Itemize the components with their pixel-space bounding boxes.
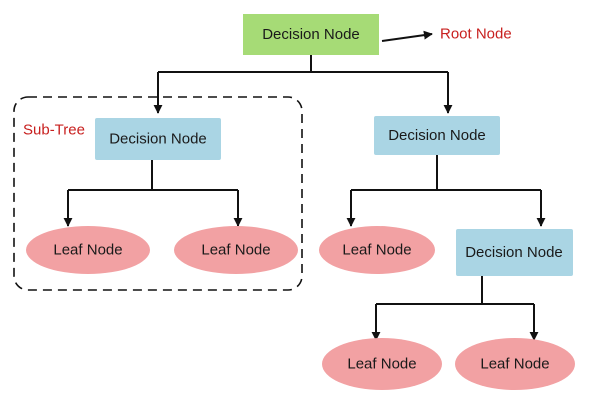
root-node-annotation: Root Node [440, 26, 512, 43]
sub-tree-boundary [13, 96, 303, 291]
root-decision-node [243, 14, 379, 55]
leaf-node-left-left-label: Leaf Node [53, 242, 122, 259]
root-decision-node-label: Decision Node [262, 26, 360, 43]
tree-edges [63, 30, 546, 341]
leaf-node-left-left [26, 226, 150, 274]
left-decision-node [95, 118, 221, 160]
edge-right-split [351, 155, 541, 191]
left-decision-node-label: Decision Node [109, 131, 207, 148]
leaf-node-right-left-label: Leaf Node [342, 242, 411, 259]
sub-tree-annotation: Sub-Tree [23, 122, 85, 139]
leaf-node-bottom-left-label: Leaf Node [347, 356, 416, 373]
root-node-pointer-arrow [381, 30, 433, 42]
leaf-node-right-left [319, 226, 435, 274]
leaf-node-bottom-left [322, 338, 442, 390]
leaf-node-left-right-label: Leaf Node [201, 242, 270, 259]
edge-root-to-children [158, 55, 448, 73]
right-child-decision-node-label: Decision Node [465, 244, 563, 261]
edge-rc-split [376, 276, 534, 305]
leaf-node-bottom-right-label: Leaf Node [480, 356, 549, 373]
edge-left-split [68, 160, 238, 191]
right-decision-node-label: Decision Node [388, 127, 486, 144]
right-child-decision-node [456, 229, 573, 276]
right-decision-node [374, 116, 500, 155]
leaf-node-left-right [174, 226, 298, 274]
leaf-node-bottom-right [455, 338, 575, 390]
